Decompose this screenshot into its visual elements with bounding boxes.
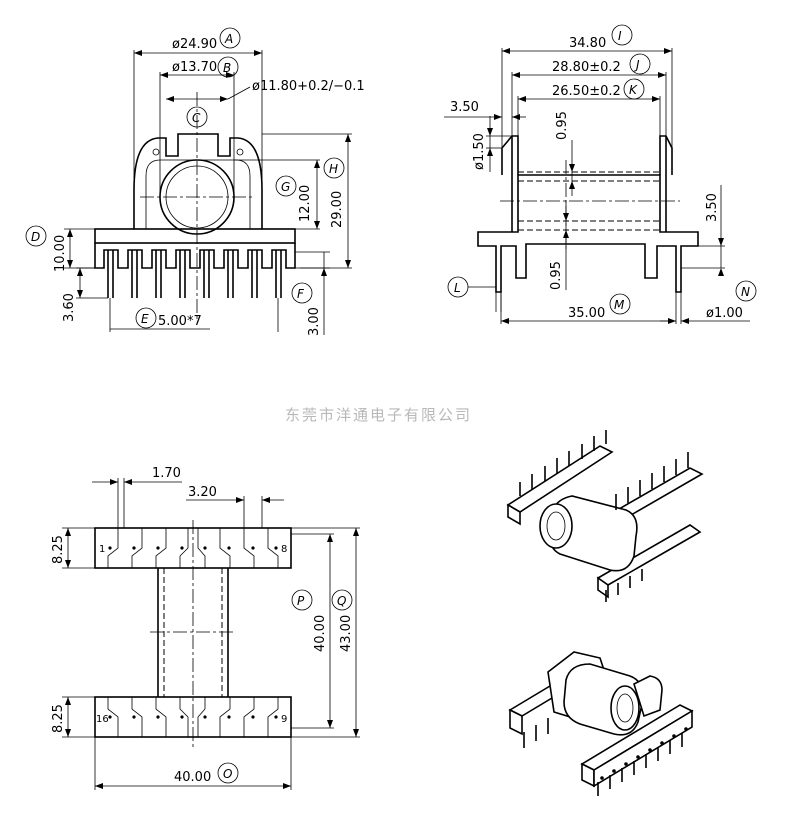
label-b: B	[223, 61, 231, 75]
pin-16: 16	[96, 714, 109, 725]
dim-i: 34.80	[569, 36, 606, 51]
bottom-view: 1 8 16 9 1.70 3.20 8.25 8.25	[51, 466, 360, 790]
dim-e: 5.00*7	[158, 314, 202, 329]
label-k: K	[629, 83, 638, 97]
dim-h: 29.00	[330, 191, 345, 228]
dim-j: 28.80±0.2	[552, 60, 621, 75]
label-d: D	[31, 230, 40, 244]
dim-pin-w: 1.70	[152, 466, 181, 481]
dim-f: 3.00	[307, 307, 322, 336]
bottom-bot-slots	[107, 697, 279, 737]
dim-top-gap: 0.95	[555, 111, 570, 140]
label-g: G	[281, 180, 290, 194]
side-left-flange	[501, 135, 519, 175]
front-hole-small	[152, 148, 160, 156]
label-h: H	[329, 162, 338, 176]
dim-m: 35.00	[568, 306, 605, 321]
dim-a: ø24.90	[172, 37, 217, 52]
label-j: J	[634, 58, 640, 72]
front-pin-row	[94, 243, 296, 269]
bottom-top-slots	[107, 528, 279, 568]
dim-c-tol: ø11.80+0.2/−0.1	[252, 79, 365, 94]
dim-k: 26.50±0.2	[552, 84, 621, 99]
label-o: O	[223, 767, 232, 781]
label-f: F	[297, 287, 305, 301]
front-hole-small-r	[236, 148, 244, 156]
pin-9: 9	[281, 714, 287, 725]
label-i: I	[618, 29, 622, 43]
dim-left-w: 3.50	[450, 100, 479, 115]
iso-view-bottom	[508, 651, 694, 796]
label-l: L	[454, 281, 461, 295]
dim-o: 40.00	[174, 770, 211, 785]
dim-bot-h: 8.25	[51, 704, 66, 733]
dim-bot-gap: 0.95	[549, 261, 564, 290]
label-a: A	[224, 32, 233, 46]
bottom-pin-dots	[108, 546, 278, 719]
label-e: E	[141, 312, 149, 326]
dim-q: 43.00	[339, 615, 354, 652]
pin-8: 8	[281, 544, 287, 555]
side-outline	[477, 174, 699, 293]
front-body-outline	[133, 133, 263, 229]
label-n: N	[741, 285, 750, 299]
front-pins	[107, 250, 282, 298]
dim-d: 10.00	[53, 235, 68, 272]
dim-top-h: 8.25	[51, 535, 66, 564]
dim-pin: 3.60	[62, 293, 77, 322]
iso-view-top	[506, 430, 704, 602]
front-view: ø24.90 A ø13.70 B ø11.80+0.2/−0.1 C 12.0…	[25, 27, 365, 336]
dim-g: 12.00	[298, 185, 313, 222]
dim-pitch: 3.20	[188, 485, 217, 500]
dim-left-h: ø1.50	[472, 133, 487, 170]
front-base	[94, 228, 296, 244]
pin-1: 1	[99, 544, 105, 555]
label-p: P	[297, 594, 305, 608]
label-q: Q	[337, 594, 346, 608]
dim-n: ø1.00	[706, 306, 743, 321]
label-c: C	[192, 111, 201, 125]
label-m: M	[614, 298, 625, 312]
dim-right-h: 3.50	[705, 193, 720, 222]
side-view: 34.80 I 28.80±0.2 J 26.50±0.2 K 3.50 ø	[444, 24, 757, 324]
dim-b: ø13.70	[172, 60, 217, 75]
dim-p: 40.00	[313, 615, 328, 652]
company-name: 东莞市洋通电子有限公司	[285, 406, 472, 424]
